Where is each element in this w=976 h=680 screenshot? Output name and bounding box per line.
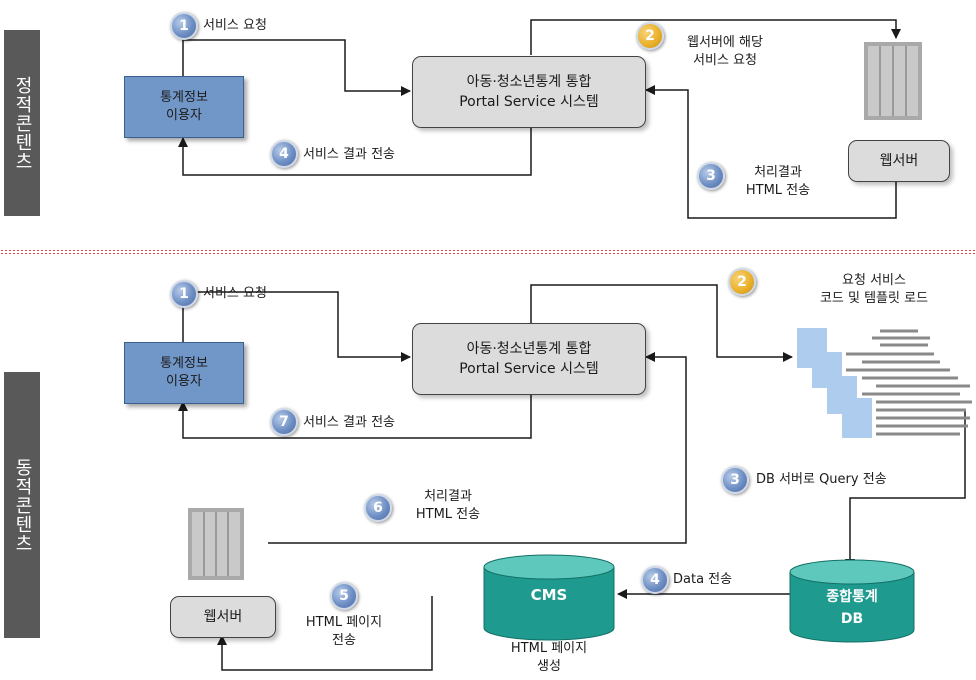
dynamic-step5-line2: 전송: [332, 633, 356, 648]
dynamic-step2-label: 요청 서비스 코드 및 템플릿 로드: [778, 272, 970, 308]
static-step4-badge: 4: [270, 140, 298, 168]
dynamic-step4-label: Data 전송: [673, 572, 733, 587]
dynamic-portal-line1: 아동·청소년통계 통합: [466, 341, 592, 357]
dynamic-arrow-5: [217, 596, 433, 671]
dynamic-step3-label: DB 서버로 Query 전송: [756, 472, 887, 487]
static-step2-badge: 2: [636, 22, 664, 50]
section-divider: [0, 250, 976, 254]
dynamic-step5-label: HTML 페이지 전송: [280, 614, 408, 650]
static-step2-line2: 서비스 요청: [693, 53, 757, 68]
static-step1-label: 서비스 요청: [203, 18, 267, 33]
static-user-line1: 통계정보: [160, 90, 208, 105]
dynamic-step2-badge: 2: [728, 268, 756, 296]
dynamic-arrow-7: [178, 392, 532, 439]
dynamic-step3-badge: 3: [721, 466, 749, 494]
static-step3-line2: HTML 전송: [745, 183, 811, 198]
static-webserver-box: 웹서버: [848, 140, 950, 182]
db-cylinder: [789, 559, 915, 643]
static-step4-label: 서비스 결과 전송: [303, 147, 395, 162]
dynamic-arrow-3: [845, 410, 966, 569]
dynamic-step1-label: 서비스 요청: [203, 286, 267, 301]
dynamic-user-box: 통계정보 이용자: [124, 342, 244, 404]
db-label-line1: 종합통계: [826, 589, 878, 605]
dynamic-portal-line2: Portal Service 시스템: [459, 361, 599, 377]
dynamic-arrow-1: [182, 291, 411, 362]
dynamic-step2-line1: 요청 서비스: [842, 273, 906, 288]
static-arrow-2: [530, 19, 901, 55]
static-portal-line1: 아동·청소년통계 통합: [466, 74, 592, 90]
static-portal-box: 아동·청소년통계 통합 Portal Service 시스템: [412, 56, 646, 128]
dynamic-arrow-6: [268, 352, 687, 544]
server-icon-dynamic: [188, 508, 244, 580]
dynamic-step6-line2: HTML 전송: [415, 507, 481, 522]
static-step2-label: 웹서버에 해당 서비스 요청: [668, 34, 782, 70]
static-arrow-4: [178, 126, 532, 176]
static-step3-label: 처리결과 HTML 전송: [728, 164, 828, 200]
side-tab-static: 정적콘텐츠: [4, 30, 40, 216]
cms-caption-line1: HTML 페이지: [510, 641, 588, 656]
dynamic-step6-line1: 처리결과: [424, 489, 472, 504]
static-user-box: 통계정보 이용자: [124, 76, 244, 138]
dynamic-step6-badge: 6: [364, 494, 392, 522]
dynamic-arrow-2: [530, 284, 793, 362]
static-step3-line1: 처리결과: [754, 165, 802, 180]
static-step3-badge: 3: [697, 162, 725, 190]
dynamic-step7-label: 서비스 결과 전송: [303, 415, 395, 430]
dynamic-step6-label: 처리결과 HTML 전송: [398, 488, 498, 524]
dynamic-step4-badge: 4: [641, 566, 669, 594]
static-portal-line2: Portal Service 시스템: [459, 94, 599, 110]
static-step1-badge: 1: [170, 12, 198, 40]
dynamic-step7-badge: 7: [270, 408, 298, 436]
dynamic-step5-badge: 5: [330, 582, 358, 610]
cms-label: CMS: [530, 586, 568, 604]
dynamic-user-line2: 이용자: [166, 374, 202, 389]
static-arrow-1: [182, 39, 411, 96]
dynamic-step5-line1: HTML 페이지: [305, 615, 383, 630]
dynamic-step1-badge: 1: [170, 280, 198, 308]
dynamic-user-line1: 통계정보: [160, 356, 208, 371]
dynamic-step2-line2: 코드 및 템플릿 로드: [819, 291, 929, 306]
cms-caption-line2: 생성: [537, 659, 561, 674]
dynamic-webserver-box: 웹서버: [170, 596, 276, 638]
side-tab-dynamic: 동적콘텐츠: [4, 372, 40, 638]
static-arrow-3: [645, 85, 897, 219]
db-label: 종합통계 DB: [790, 586, 914, 630]
template-documents-icon: [797, 328, 972, 438]
cms-caption: HTML 페이지 생성: [484, 640, 614, 676]
server-icon-static: [864, 42, 922, 120]
db-label-line2: DB: [840, 611, 864, 627]
dynamic-portal-box: 아동·청소년통계 통합 Portal Service 시스템: [412, 323, 646, 395]
static-webserver-label: 웹서버: [879, 153, 919, 169]
cms-cylinder: [483, 554, 615, 641]
dynamic-webserver-label: 웹서버: [203, 609, 243, 625]
static-step2-line1: 웹서버에 해당: [687, 35, 763, 50]
static-user-line2: 이용자: [166, 108, 202, 123]
